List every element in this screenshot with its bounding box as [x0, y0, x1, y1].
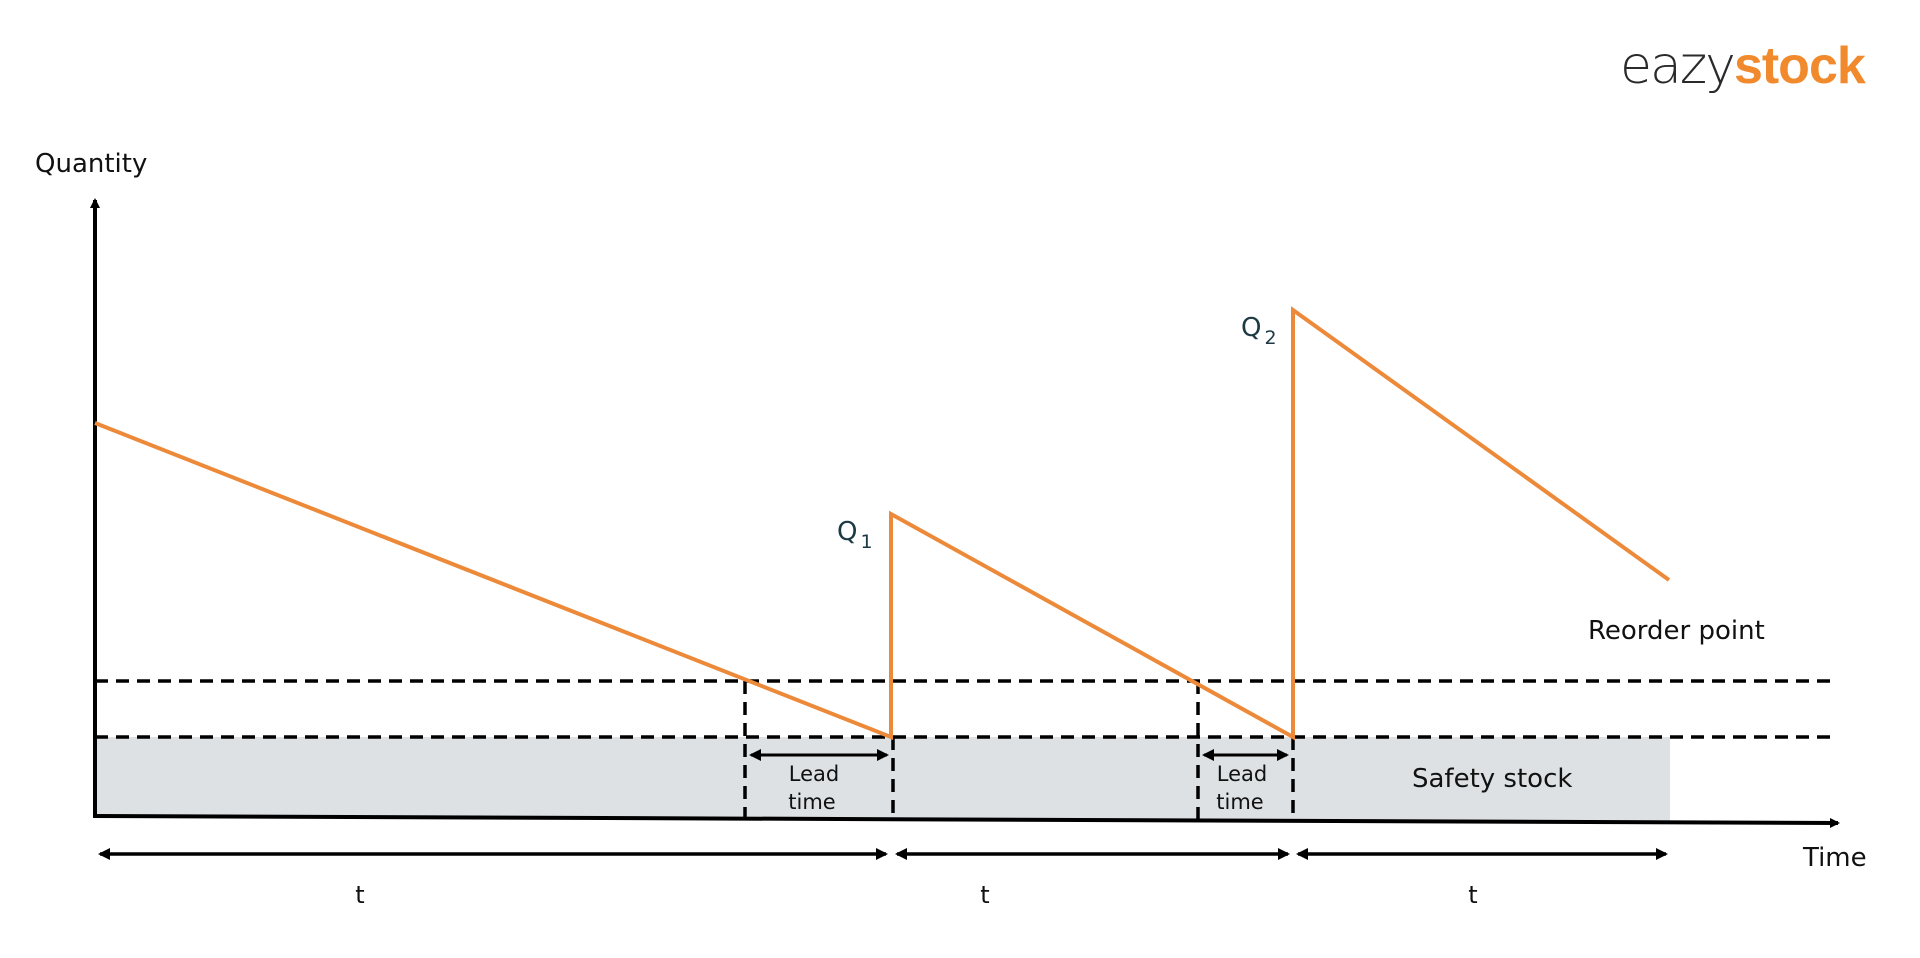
period-1-label: t: [355, 881, 364, 909]
reorder-point-label: Reorder point: [1588, 616, 1765, 646]
x-axis: [92, 814, 1840, 828]
logo-text-light: eazy: [1620, 36, 1736, 96]
period-3-label: t: [1468, 881, 1477, 909]
q2-label-main: Q: [1241, 313, 1261, 343]
logo-text-bold: stock: [1733, 37, 1866, 95]
lead-time-2-label-line2: time: [1216, 790, 1263, 814]
y-axis-label: Quantity: [35, 149, 147, 179]
lead-time-1-label-line1: Lead: [789, 762, 839, 786]
lead-time-1-label-line2: time: [788, 790, 835, 814]
inventory-level-line: [94, 306, 1671, 741]
x-axis-label: Time: [1802, 843, 1867, 873]
q2-label-sub: 2: [1264, 327, 1276, 349]
q1-label-sub: 1: [860, 531, 872, 553]
safety-stock-label: Safety stock: [1412, 764, 1572, 794]
q1-label-main: Q: [837, 517, 857, 547]
period-2-label: t: [980, 881, 989, 909]
lead-time-2-label-line1: Lead: [1217, 762, 1267, 786]
